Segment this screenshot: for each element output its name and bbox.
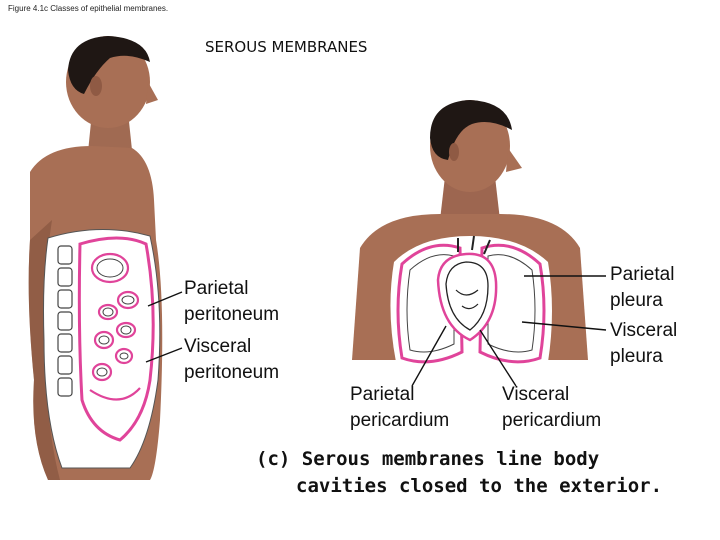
- label-visceral-pleura: Visceral pleura: [610, 320, 678, 367]
- leader-lines: [145, 275, 607, 387]
- label-parietal-peritoneum: Parietal peritoneum: [184, 278, 280, 325]
- figure-caption: Figure 4.1c Classes of epithelial membra…: [8, 4, 169, 13]
- left-figure: [28, 36, 163, 480]
- label-visceral-pericardium: Visceral pericardium: [502, 384, 602, 431]
- caption-line-2: cavities closed to the exterior.: [296, 475, 663, 497]
- label-parietal-pericardium: Parietal pericardium: [350, 384, 450, 431]
- label-parietal-pleura: Parietal pleura: [610, 264, 675, 311]
- figure-caption-bottom: (c) Serous membranes line body cavities …: [256, 446, 662, 500]
- right-figure: [352, 100, 588, 364]
- label-visceral-peritoneum: Visceral peritoneum: [184, 336, 280, 383]
- diagram-heading: SEROUS MEMBRANES: [205, 38, 368, 56]
- caption-line-1: (c) Serous membranes line body: [256, 448, 600, 470]
